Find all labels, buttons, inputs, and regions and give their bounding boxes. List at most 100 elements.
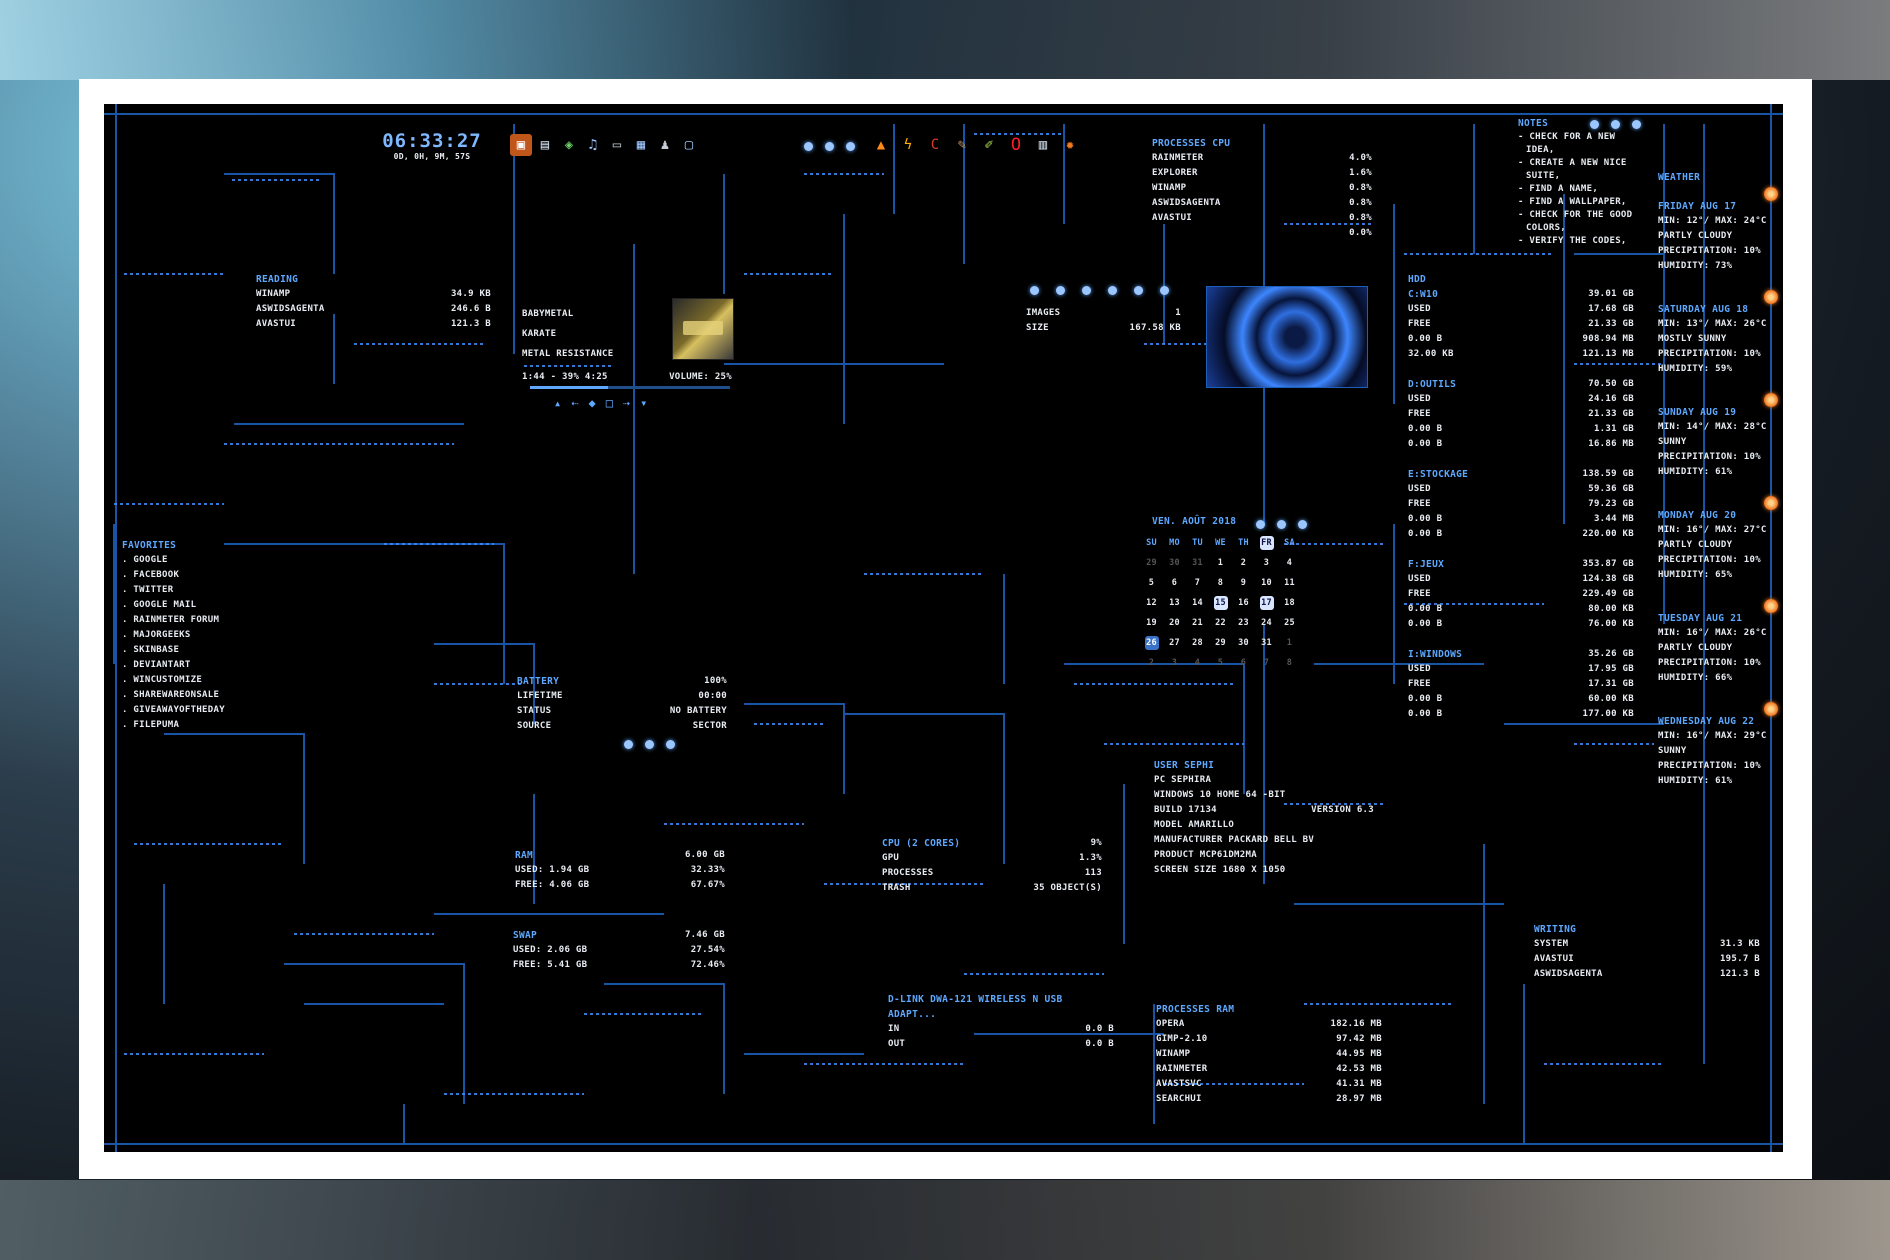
calendar-day[interactable]: 29 <box>1146 557 1157 568</box>
calendar-day[interactable]: 15 <box>1209 593 1232 613</box>
calendar-day[interactable]: 11 <box>1284 577 1295 588</box>
calendar-day[interactable]: 4 <box>1194 657 1201 668</box>
pager-dot[interactable] <box>1611 120 1620 129</box>
note-line[interactable]: COLORS, <box>1526 223 1567 233</box>
pager-dot[interactable] <box>666 740 675 749</box>
calendar-day[interactable]: 30 <box>1238 637 1249 648</box>
calendar-day[interactable]: 19 <box>1146 617 1157 628</box>
favorite-link[interactable]: . MAJORGEEKS <box>122 630 191 640</box>
favorite-link[interactable]: . SKINBASE <box>122 645 180 655</box>
battery-pager-dots[interactable] <box>624 740 675 749</box>
pager-dot[interactable] <box>1056 286 1065 295</box>
calendar-day[interactable]: 2 <box>1240 557 1247 568</box>
dropdown-icon[interactable]: ▾ <box>640 396 648 410</box>
calendar-day[interactable]: 18 <box>1284 597 1295 608</box>
next-icon[interactable]: ⇢ <box>622 396 631 410</box>
calendar-day[interactable]: 7 <box>1194 577 1201 588</box>
wallpaper-thumbnail[interactable] <box>1206 286 1368 388</box>
previous-icon[interactable]: ⇠ <box>571 396 579 410</box>
favorite-link[interactable]: . GIVEAWAYOFTHEDAY <box>122 705 225 715</box>
favorite-link[interactable]: . FILEPUMA <box>122 720 180 730</box>
vlc-icon[interactable]: ▲ <box>876 137 886 153</box>
note-line[interactable]: IDEA, <box>1526 145 1555 155</box>
monitor-icon[interactable]: ▢ <box>684 137 694 153</box>
favorite-link[interactable]: . WINCUSTOMIZE <box>122 675 203 685</box>
calendar-day[interactable]: 30 <box>1169 557 1180 568</box>
pager-dot[interactable] <box>1134 286 1143 295</box>
pager-dot[interactable] <box>1082 286 1091 295</box>
favorite-link[interactable]: . RAINMETER FORUM <box>122 615 220 625</box>
calendar-day[interactable]: 6 <box>1240 657 1247 668</box>
calendar-day[interactable]: 12 <box>1146 597 1157 608</box>
calendar-day[interactable]: 27 <box>1169 637 1180 648</box>
calendar-day[interactable]: 16 <box>1238 597 1249 608</box>
note-line[interactable]: - CREATE A NEW NICE <box>1518 158 1627 168</box>
favorite-link[interactable]: . FACEBOOK <box>122 570 180 580</box>
calendar-day[interactable]: 31 <box>1261 637 1272 648</box>
calendar-day[interactable]: 3 <box>1263 557 1270 568</box>
pager-dot[interactable] <box>804 142 813 151</box>
document-icon[interactable]: ▤ <box>540 137 550 153</box>
calendar-day[interactable]: 5 <box>1148 577 1155 588</box>
calendar-day[interactable]: 14 <box>1192 597 1203 608</box>
calendar-day[interactable]: 24 <box>1261 617 1272 628</box>
pager-dot[interactable] <box>1632 120 1641 129</box>
calendar-day[interactable]: 22 <box>1215 617 1226 628</box>
pager-dot[interactable] <box>1108 286 1117 295</box>
calendar-day[interactable]: 3 <box>1171 657 1178 668</box>
calendar-day[interactable]: 25 <box>1284 617 1295 628</box>
launcher-pager-dots[interactable] <box>804 142 855 151</box>
notepad-icon[interactable]: ✐ <box>984 137 994 153</box>
pager-dot[interactable] <box>1030 286 1039 295</box>
favorite-link[interactable]: . TWITTER <box>122 585 174 595</box>
play-icon[interactable]: ◆ <box>588 396 596 410</box>
calendar-day[interactable]: 31 <box>1192 557 1203 568</box>
note-line[interactable]: - FIND A NAME, <box>1518 184 1599 194</box>
calendar-day[interactable]: 26 <box>1140 633 1163 653</box>
favorite-link[interactable]: . GOOGLE <box>122 555 168 565</box>
note-line[interactable]: - FIND A WALLPAPER, <box>1518 197 1627 207</box>
calendar-day[interactable]: 17 <box>1255 593 1278 613</box>
eject-icon[interactable]: ▴ <box>554 396 562 410</box>
favorite-link[interactable]: . DEVIANTART <box>122 660 191 670</box>
images-pager-dots[interactable] <box>1030 286 1169 295</box>
favorite-link[interactable]: . GOOGLE MAIL <box>122 600 197 610</box>
music-progress-bar[interactable] <box>530 386 730 389</box>
note-line[interactable]: - CHECK FOR A NEW <box>1518 132 1616 142</box>
ccleaner-icon[interactable]: C <box>930 137 940 153</box>
calendar-day[interactable]: 29 <box>1215 637 1226 648</box>
calendar-day[interactable]: 4 <box>1286 557 1293 568</box>
calendar-day[interactable]: 23 <box>1238 617 1249 628</box>
stop-icon[interactable]: □ <box>605 396 613 410</box>
favorite-link[interactable]: . SHAREWAREONSALE <box>122 690 220 700</box>
pager-dot[interactable] <box>1256 520 1265 529</box>
pager-dot[interactable] <box>1298 520 1307 529</box>
notes-pager-dots[interactable] <box>1590 120 1641 129</box>
winamp-icon[interactable]: ϟ <box>903 137 913 153</box>
note-line[interactable]: - VERIFY THE CODES, <box>1518 236 1627 246</box>
calendar-day[interactable]: 6 <box>1171 577 1178 588</box>
gimp-icon[interactable]: ✎ <box>957 137 967 153</box>
calendar-day[interactable]: 21 <box>1192 617 1203 628</box>
music-icon[interactable]: ♫ <box>588 137 598 153</box>
music-volume[interactable]: VOLUME: 25% <box>669 372 732 382</box>
calendar-day[interactable]: 7 <box>1263 657 1270 668</box>
calendar-day[interactable]: 28 <box>1192 637 1203 648</box>
drive-icon[interactable]: ▭ <box>612 137 622 153</box>
network-icon[interactable]: ◈ <box>564 137 574 153</box>
calendar-day[interactable]: 1 <box>1217 557 1224 568</box>
pager-dot[interactable] <box>1160 286 1169 295</box>
calendar-day[interactable]: 20 <box>1169 617 1180 628</box>
tools-icon[interactable]: ✹ <box>1065 137 1075 153</box>
calendar-day[interactable]: 13 <box>1169 597 1180 608</box>
user-icon[interactable]: ♟ <box>660 137 670 153</box>
note-line[interactable]: SUITE, <box>1526 171 1561 181</box>
pager-dot[interactable] <box>624 740 633 749</box>
note-line[interactable]: - CHECK FOR THE GOOD <box>1518 210 1633 220</box>
computer-icon[interactable]: ▦ <box>636 137 646 153</box>
calendar-day[interactable]: 8 <box>1217 577 1224 588</box>
calendar-day[interactable]: 10 <box>1261 577 1272 588</box>
pager-dot[interactable] <box>1277 520 1286 529</box>
calendar-pager-dots[interactable] <box>1256 520 1307 529</box>
settings-icon[interactable]: ▥ <box>1038 137 1048 153</box>
